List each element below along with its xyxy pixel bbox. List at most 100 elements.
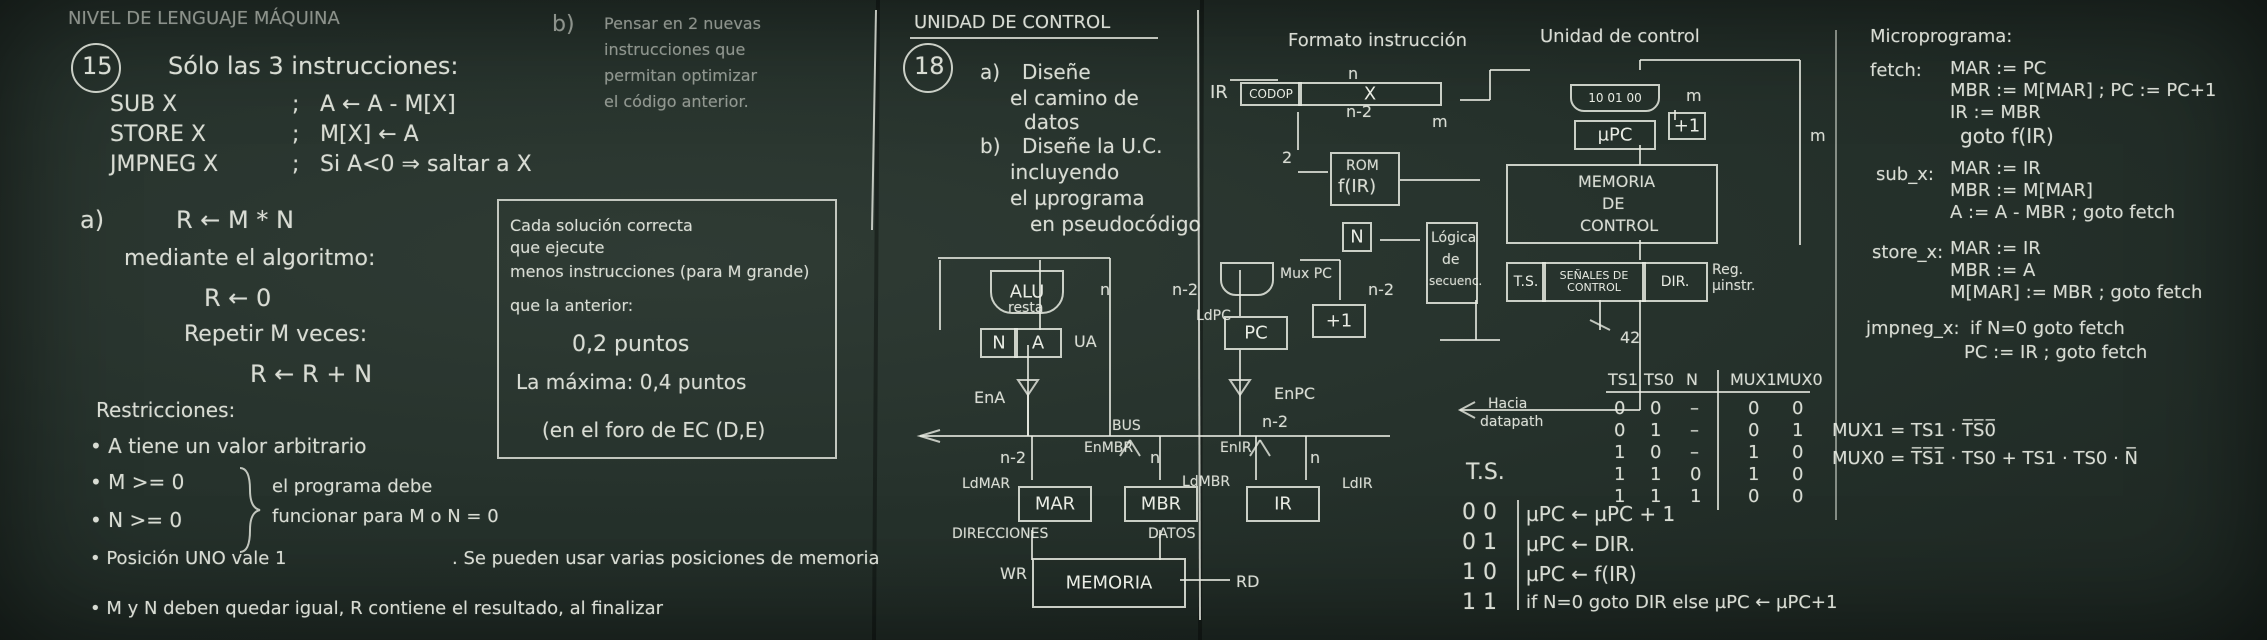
reg-n-label: N <box>992 332 1006 354</box>
sequencing-logic: Lógica de secuenc. <box>1426 222 1482 304</box>
algo-line-3: R ← R + N <box>250 360 373 388</box>
restriction-item: • A tiene un valor arbitrario <box>90 434 367 458</box>
format-n-2: n-2 <box>1346 102 1373 121</box>
part-b-text-2: instrucciones que <box>604 40 746 59</box>
logic-label-2: de <box>1442 252 1460 268</box>
grading-5: 0,2 puntos <box>572 332 690 357</box>
upc-register: µPC <box>1574 120 1656 150</box>
reg-microinstr: Reg. µinstr. <box>1712 262 1756 294</box>
part-b-label: b) <box>552 12 575 37</box>
tt-cell: 1 <box>1792 420 1804 441</box>
instr-store-sep: ; <box>292 122 300 147</box>
tt-header-n: N <box>1686 370 1698 389</box>
tt-cell: 0 <box>1690 464 1702 485</box>
alu-op: resta <box>1008 300 1044 316</box>
fetch-line: MBR := M[MAR] ; PC := PC+1 <box>1950 80 2217 101</box>
sub-line: A := A - MBR ; goto fetch <box>1950 202 2176 223</box>
restriction-text: M y N deben quedar igual, R contiene el … <box>106 598 664 619</box>
memory-label: MEMORIA <box>1065 572 1153 594</box>
reg-a: A <box>1014 328 1062 358</box>
store-label: store_x: <box>1872 242 1944 263</box>
upc-label: µPC <box>1597 124 1633 146</box>
pc-incrementer: +1 <box>1312 304 1366 338</box>
grading-7: (en el foro de EC (D,E) <box>542 418 766 442</box>
a-text-3: datos <box>1024 110 1080 134</box>
n-flag-box: N <box>1342 222 1372 252</box>
pc-label: PC <box>1244 322 1268 344</box>
outer-m: m <box>1810 126 1826 145</box>
upc-m: m <box>1686 86 1702 105</box>
a-text-2: el camino de <box>1010 86 1139 110</box>
reg-n: N <box>980 328 1018 358</box>
restriction-item: • M y N deben quedar igual, R contiene e… <box>90 598 664 619</box>
control-memory: MEMORIA DE CONTROL <box>1506 164 1718 244</box>
micro-title: Microprograma: <box>1870 26 2013 47</box>
instr-sub-op: SUB X <box>110 92 178 117</box>
rom-label-2: f(IR) <box>1338 176 1377 197</box>
upc-plus1-label: +1 <box>1673 115 1701 137</box>
a-text-1: Diseñe <box>1022 60 1091 84</box>
alu-width-label: n <box>1100 280 1111 299</box>
format-title: Formato instrucción <box>1288 30 1468 51</box>
format-ir: IR <box>1210 82 1228 103</box>
format-two: 2 <box>1282 148 1293 167</box>
mar-register: MAR <box>1018 486 1092 522</box>
instr-store-op: STORE X <box>110 122 206 147</box>
grading-6: La máxima: 0,4 puntos <box>516 370 747 394</box>
n-flag-label: N <box>1350 226 1364 248</box>
store-line: M[MAR] := MBR ; goto fetch <box>1950 282 2203 303</box>
tt-cell: 1 <box>1748 464 1760 485</box>
mux0-equation: MUX0 = T̅S̅1̅ · TS0 + TS1 · TS0 · N̅ <box>1832 448 2138 469</box>
bits-42: 42 <box>1620 328 1641 347</box>
tt-cell: 0 <box>1748 398 1760 419</box>
enmbr-label: EnMBR <box>1084 440 1134 456</box>
rom-block: ROM f(IR) <box>1330 152 1400 206</box>
restriction-text: A tiene un valor arbitrario <box>108 434 367 458</box>
upc-mux: 10 01 00 <box>1570 84 1660 112</box>
codop-label: CODOP <box>1249 87 1293 101</box>
ldmar-label: LdMAR <box>962 476 1011 492</box>
ldir-label: LdIR <box>1342 476 1373 492</box>
fetch-line: goto f(IR) <box>1960 124 2054 148</box>
mux-pc-label: Mux PC <box>1280 266 1332 282</box>
signals-field-label: SEÑALES DE CONTROL <box>1559 269 1629 294</box>
memory-note: . Se pueden usar varias posiciones de me… <box>452 548 880 569</box>
tt-cell: 1 <box>1614 464 1626 485</box>
enpc-label: EnPC <box>1274 384 1316 403</box>
brace-note-2: funcionar para M o N = 0 <box>272 506 499 527</box>
grading-2: que ejecute <box>510 238 605 257</box>
cu-title: Unidad de control <box>1540 26 1700 47</box>
jmpneg-line: PC := IR ; goto fetch <box>1964 342 2148 363</box>
tt-cell: 0 <box>1792 442 1804 463</box>
tt-cell: 1 <box>1650 486 1662 507</box>
restriction-text: M >= 0 <box>108 470 185 494</box>
mbr-width-label: n <box>1150 448 1161 467</box>
tt-cell: 1 <box>1690 486 1702 507</box>
mar-width-label: n-2 <box>1000 448 1027 467</box>
format-m: m <box>1432 112 1448 131</box>
problem-number-18: 18 <box>914 52 945 80</box>
ir-width-label: n <box>1310 448 1321 467</box>
mux-inputs-label: 10 01 00 <box>1588 91 1642 105</box>
ts-action: µPC ← µPC + 1 <box>1526 502 1676 526</box>
tt-cell: 0 <box>1792 486 1804 507</box>
tt-cell: 0 <box>1650 398 1662 419</box>
grading-1: Cada solución correcta <box>510 216 693 235</box>
ldpc-label: LdPC <box>1196 308 1231 324</box>
mbr-register: MBR <box>1124 486 1198 522</box>
fetch-line: MAR := PC <box>1950 58 2047 79</box>
bus-label: BUS <box>1112 418 1141 434</box>
ts-code: 1 1 <box>1462 590 1497 615</box>
signals-field: SEÑALES DE CONTROL <box>1542 262 1646 302</box>
middle-title: UNIDAD DE CONTROL <box>914 12 1111 33</box>
tt-cell: 0 <box>1650 442 1662 463</box>
sub-line: MBR := M[MAR] <box>1950 180 2093 201</box>
wr-label: WR <box>1000 564 1027 583</box>
jmpneg-label: jmpneg_x: <box>1866 318 1960 339</box>
sub-line: MAR := IR <box>1950 158 2041 179</box>
tt-cell: 1 <box>1614 442 1626 463</box>
tt-cell: 0 <box>1614 398 1626 419</box>
instr-store-desc: M[X] ← A <box>320 122 419 147</box>
pc-plus1-label: +1 <box>1325 310 1353 332</box>
